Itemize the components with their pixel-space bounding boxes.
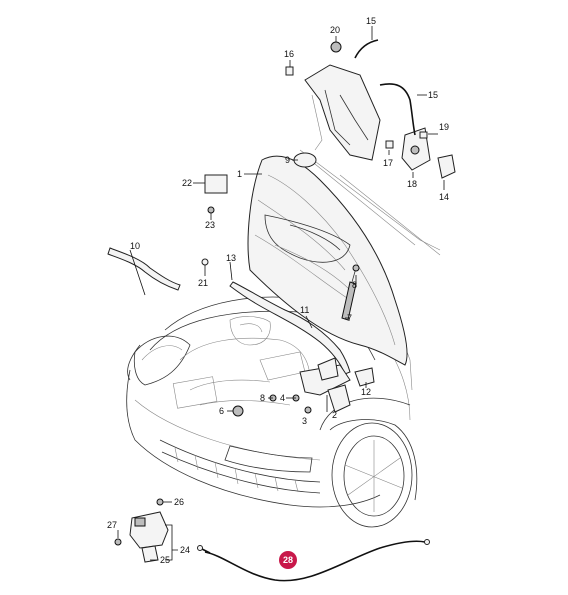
label-10: 10 [130,241,140,251]
lock-assembly [129,511,169,563]
label-16: 16 [284,49,294,59]
label-19: 19 [439,122,449,132]
label-12: 12 [361,387,371,397]
label-8: 8 [352,280,357,290]
label-15: 15 [428,90,438,100]
label-23: 23 [205,220,215,230]
label-25: 25 [160,555,170,565]
label-1: 1 [237,169,242,179]
label-27: 27 [107,520,117,530]
fasteners [114,41,428,546]
label-3: 3 [302,416,307,426]
label-4: 4 [280,393,285,403]
label-20: 20 [330,25,340,35]
release-cable-28 [197,539,430,582]
label-6: 6 [219,406,224,416]
highlight-circle[interactable] [279,551,297,569]
label-18: 18 [407,179,417,189]
cable-15 [354,39,416,136]
bonnet-part [247,155,408,366]
label-28: 28 [283,555,293,565]
label-9: 9 [285,155,290,165]
label-8: 8 [260,393,265,403]
label-22: 22 [182,178,192,188]
label-21: 21 [198,278,208,288]
label-2: 2 [332,410,337,420]
label-15: 15 [366,16,376,26]
label-24: 24 [180,545,190,555]
label-11: 11 [300,305,309,315]
label-13: 13 [226,253,236,263]
label-17: 17 [383,158,393,168]
highlight-marker-28[interactable]: 28 [279,551,297,569]
label-14: 14 [439,192,449,202]
latch-bracket [299,357,375,413]
label-7: 7 [347,313,352,323]
part-labels: 1 2 3 4 6 7 8 8 9 10 11 12 13 14 15 15 1… [107,16,449,565]
leader-lines [117,26,445,561]
hinge-assembly [293,64,456,179]
seal-10 [107,247,181,291]
label-26: 26 [174,497,184,507]
